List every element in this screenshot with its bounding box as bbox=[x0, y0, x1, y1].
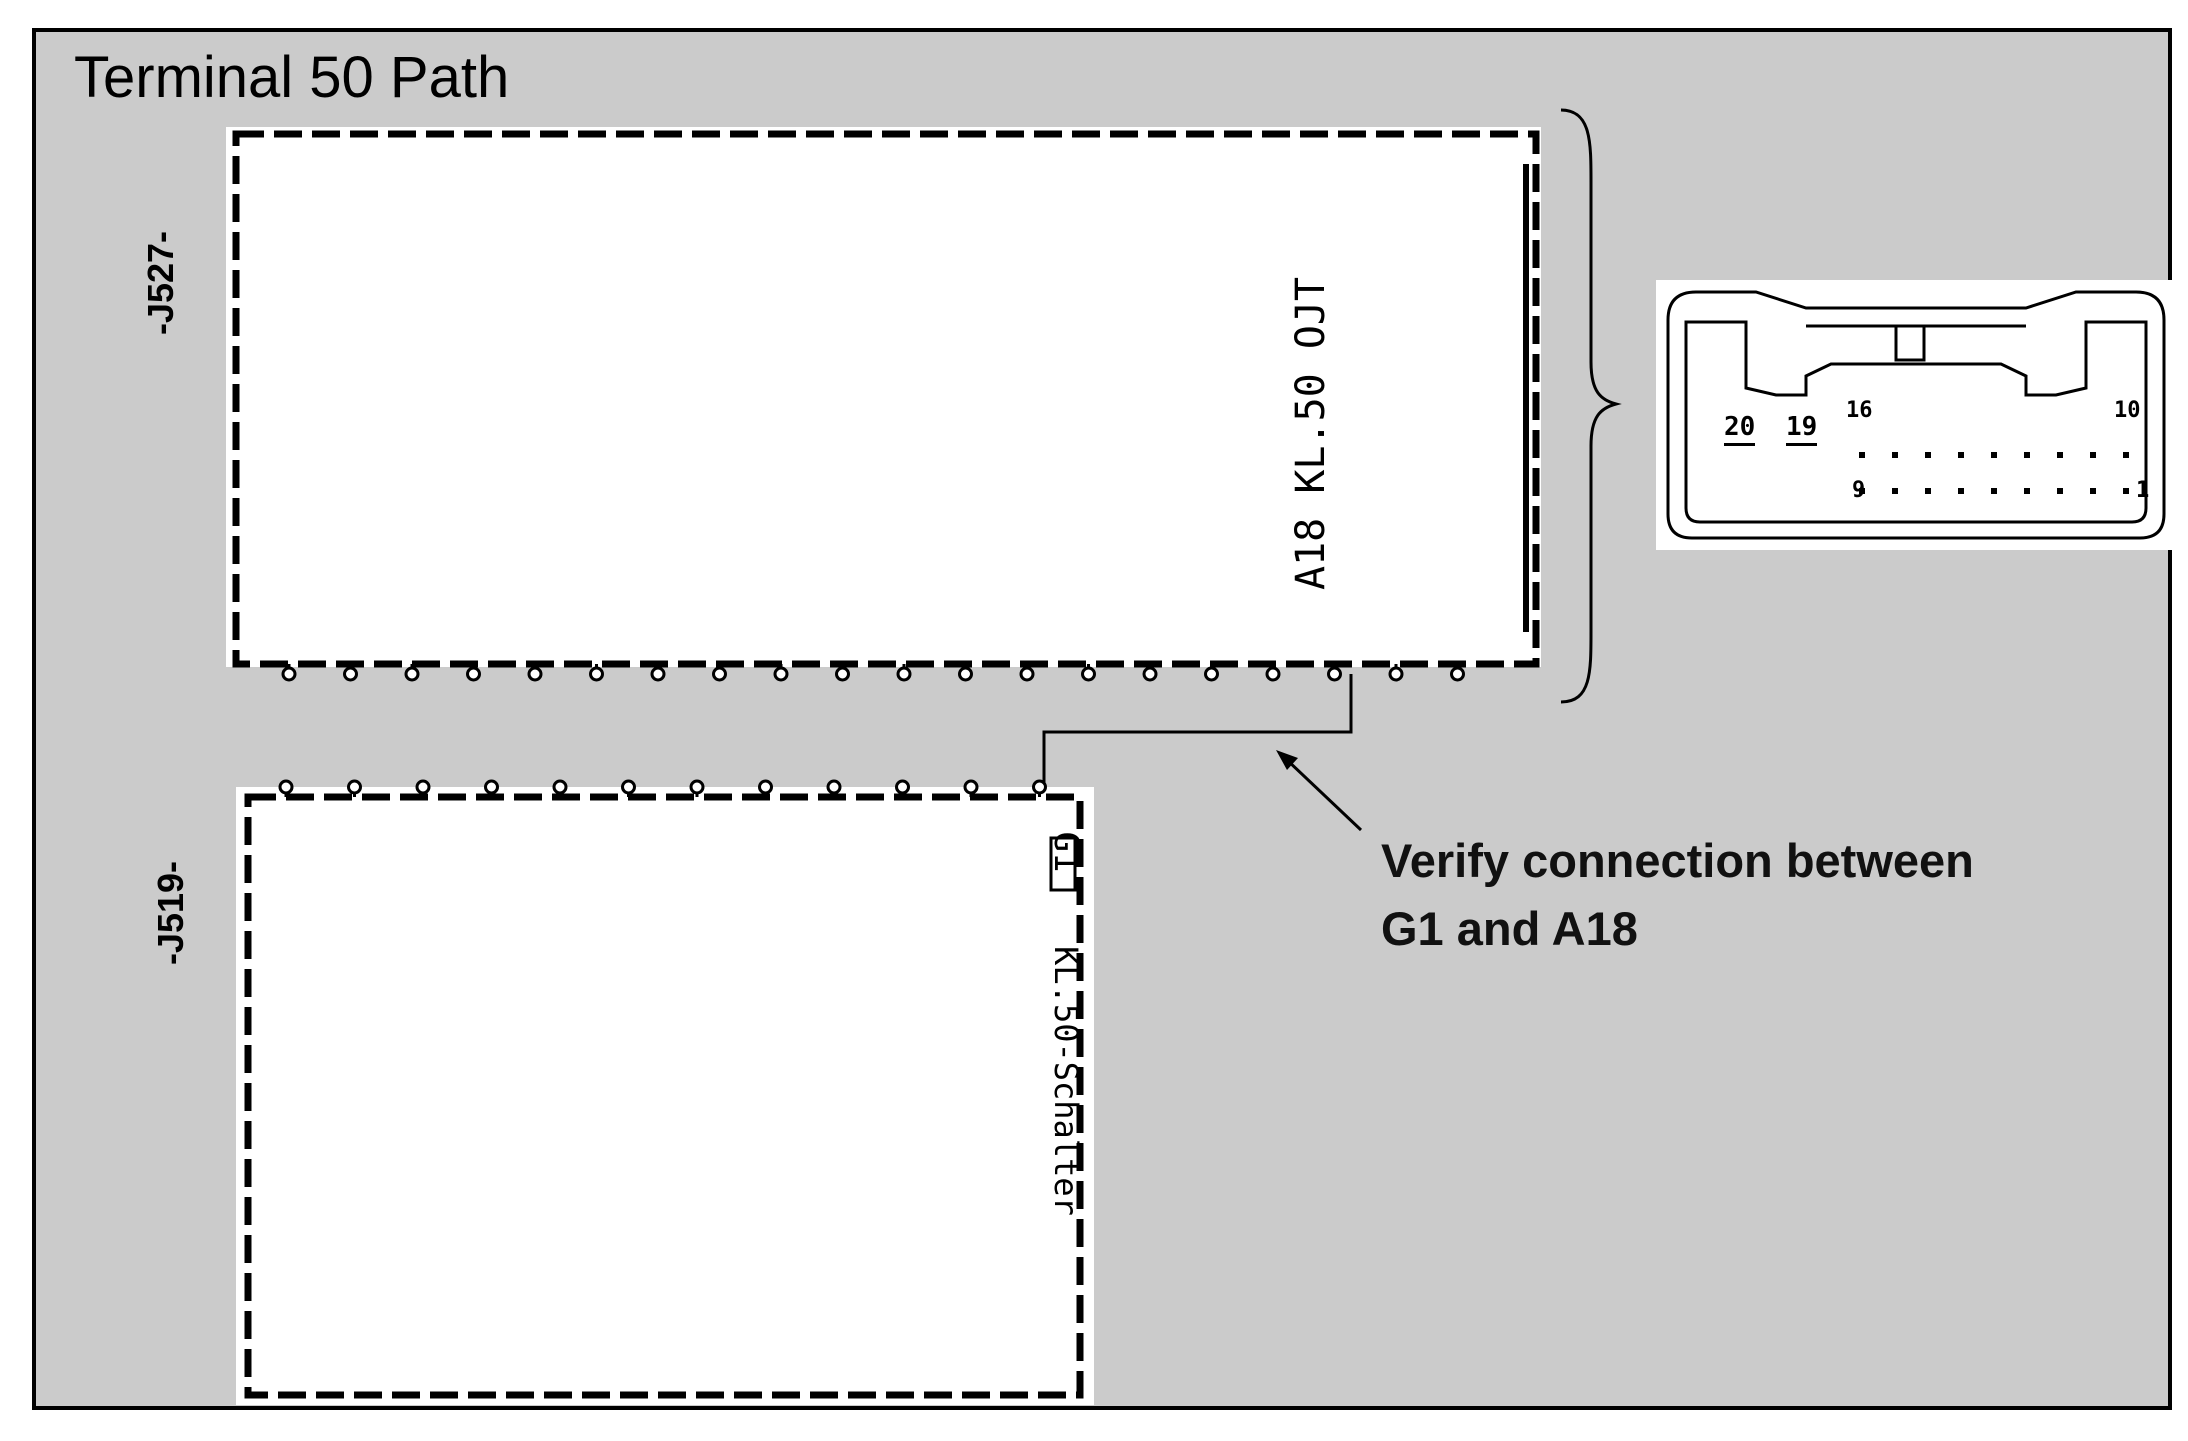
module-pin bbox=[1265, 666, 1281, 682]
connector-contact bbox=[1991, 452, 1997, 458]
module-pin bbox=[826, 779, 842, 795]
connector-contact bbox=[1892, 452, 1898, 458]
module-pin bbox=[1388, 666, 1404, 682]
connector-contact bbox=[2057, 488, 2063, 494]
connector-contact bbox=[2123, 488, 2129, 494]
connector-contact bbox=[1958, 452, 1964, 458]
module-j527-box bbox=[226, 127, 1541, 667]
wire-a18-g1 bbox=[1042, 674, 1353, 784]
module-pin bbox=[278, 779, 294, 795]
connector-pin-20: 20 bbox=[1724, 412, 1756, 446]
connector-contact bbox=[2024, 452, 2030, 458]
annotation-arrowhead bbox=[1276, 750, 1298, 770]
connector-contact bbox=[1859, 452, 1865, 458]
connector-outline bbox=[1666, 290, 2166, 540]
diagram-title: Terminal 50 Path bbox=[74, 45, 510, 110]
connector-contact bbox=[2123, 452, 2129, 458]
connector-contact bbox=[1859, 488, 1865, 494]
module-pin bbox=[415, 779, 431, 795]
module-pin bbox=[343, 666, 358, 682]
module-pin bbox=[552, 779, 568, 795]
connector-pin-16: 16 bbox=[1846, 398, 1873, 423]
connector-brace bbox=[1560, 108, 1622, 704]
verify-annotation-line-1: Verify connection between bbox=[1381, 834, 1974, 887]
module-pin bbox=[1142, 666, 1158, 682]
module-pin bbox=[689, 779, 705, 795]
module-pin bbox=[712, 666, 727, 682]
module-j519-pins bbox=[278, 779, 1047, 797]
module-pin bbox=[1204, 666, 1219, 682]
module-pin bbox=[896, 666, 912, 682]
wiring-drawing bbox=[232, 108, 1622, 1399]
module-pin bbox=[958, 666, 973, 682]
connector-contact bbox=[2024, 488, 2030, 494]
module-pin bbox=[281, 666, 297, 682]
module-pin bbox=[758, 779, 773, 795]
module-pin bbox=[895, 779, 910, 795]
module-pin bbox=[1450, 666, 1465, 682]
module-pin bbox=[835, 666, 850, 682]
module-pin bbox=[650, 666, 666, 682]
module-pin bbox=[1327, 666, 1342, 682]
module-j519-border bbox=[244, 793, 1084, 1399]
pin-g1-frame bbox=[1049, 836, 1077, 892]
verify-annotation: Verify connection between G1 and A18 bbox=[1381, 827, 1974, 963]
module-j519-box bbox=[236, 787, 1094, 1405]
annotation-arrow bbox=[1284, 757, 1363, 832]
connector-contact bbox=[2090, 452, 2096, 458]
connector-pin-10: 10 bbox=[2114, 398, 2141, 423]
diagram-canvas: Terminal 50 Path -J527- A18 KL.50 OJT -J… bbox=[32, 28, 2176, 1410]
connector-contact bbox=[1925, 488, 1931, 494]
verify-annotation-line-2: G1 and A18 bbox=[1381, 902, 1638, 955]
connector-contact bbox=[2090, 488, 2096, 494]
module-pin bbox=[1019, 666, 1035, 682]
connector-contact bbox=[1991, 488, 1997, 494]
connector-pin-19: 19 bbox=[1786, 412, 1818, 446]
module-pin bbox=[466, 666, 481, 682]
connector-contact bbox=[2057, 452, 2063, 458]
module-pin bbox=[527, 666, 543, 682]
module-pin bbox=[963, 779, 979, 795]
connector-contact bbox=[1958, 488, 1964, 494]
connector-contact bbox=[1925, 452, 1931, 458]
connector-face-view: 20 19 16 10 9 1 bbox=[1656, 280, 2176, 550]
module-pin bbox=[347, 779, 362, 795]
module-pin bbox=[773, 666, 789, 682]
module-pin bbox=[621, 779, 636, 795]
connector-pin-1: 1 bbox=[2136, 478, 2150, 503]
module-pin bbox=[589, 666, 604, 682]
module-pin bbox=[484, 779, 499, 795]
connector-pin-9: 9 bbox=[1852, 478, 1866, 503]
module-j527-pins bbox=[281, 664, 1465, 682]
module-j527-border bbox=[232, 130, 1540, 668]
connector-contact bbox=[1892, 488, 1898, 494]
module-pin bbox=[404, 666, 420, 682]
module-pin bbox=[1081, 666, 1096, 682]
